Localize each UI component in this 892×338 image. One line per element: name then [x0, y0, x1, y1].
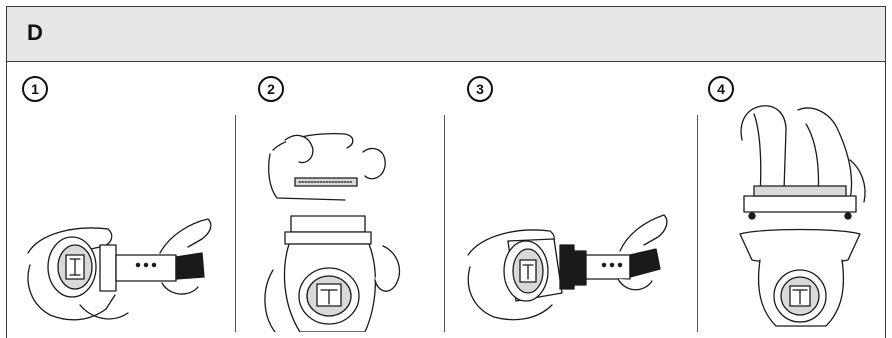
step-number-2: 2 [258, 76, 284, 102]
section-title: D [27, 20, 43, 45]
column-divider [444, 115, 445, 332]
step-number-4: 4 [708, 76, 734, 102]
step-number-1: 1 [22, 76, 48, 102]
brush-cleaning-illustration [27, 218, 212, 321]
step-number-3: 3 [467, 76, 493, 102]
reattach-foil-illustration [739, 105, 866, 327]
instruction-panel: D [6, 6, 886, 338]
column-divider [235, 115, 236, 332]
section-header: D [7, 7, 885, 62]
column-divider [697, 115, 698, 332]
remove-foil-illustration [264, 132, 400, 332]
brush-head-illustration [467, 214, 668, 321]
